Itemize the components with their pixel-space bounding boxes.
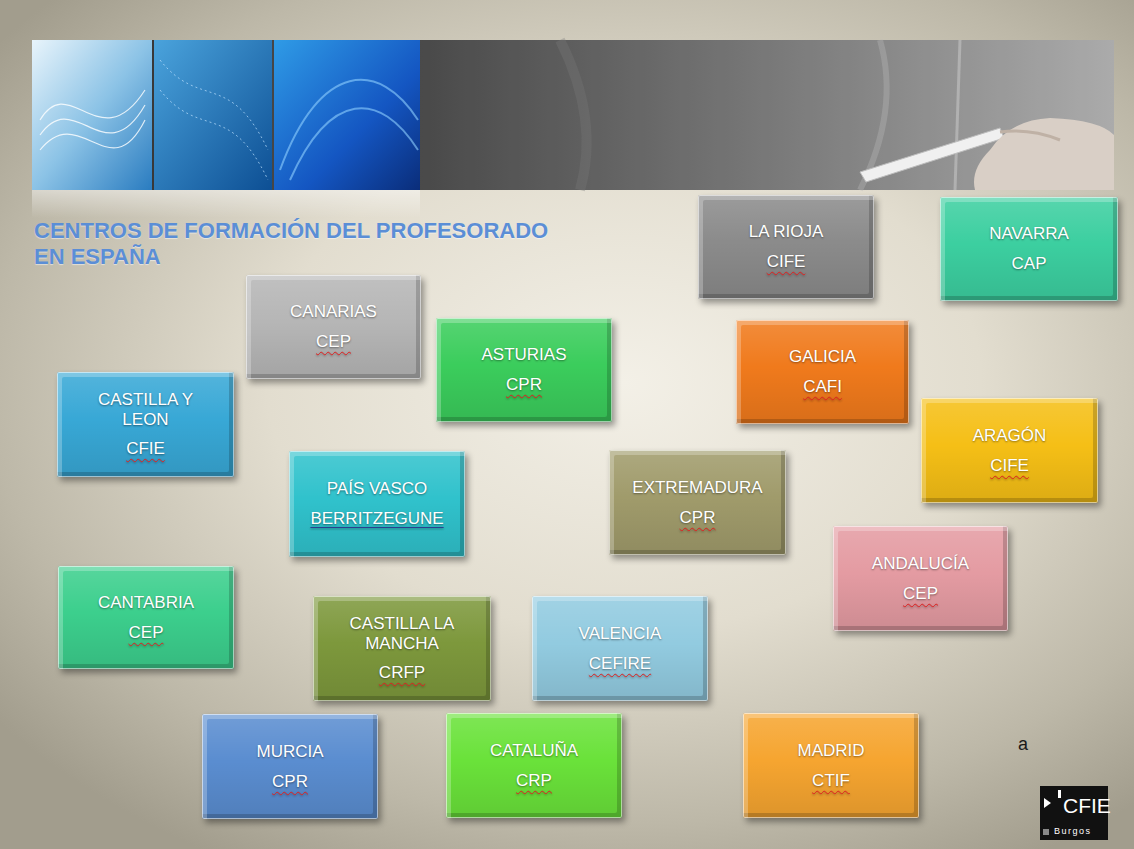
centre-acronym: CRP: [516, 771, 552, 791]
region-name: VALENCIA: [579, 624, 662, 644]
region-name: NAVARRA: [989, 224, 1069, 244]
region-name: LA RIOJA: [749, 222, 824, 242]
tile: [274, 40, 420, 190]
region-box: ASTURIAS CPR: [436, 318, 612, 422]
photo-band: [32, 40, 1114, 190]
region-name: GALICIA: [789, 347, 856, 367]
region-box: CANARIAS CEP: [246, 275, 421, 379]
region-box: CATALUÑA CRP: [446, 713, 622, 818]
logo-subtext: Burgos: [1054, 826, 1092, 836]
logo-text: CFIE: [1063, 794, 1111, 818]
centre-acronym: CFIE: [126, 439, 165, 459]
banner: [32, 40, 1114, 218]
region-name: CANTABRIA: [98, 593, 194, 613]
region-name: MADRID: [797, 741, 864, 761]
tile-reflection: [32, 190, 420, 218]
region-name: CASTILLA LA MANCHA: [329, 614, 475, 653]
region-name: CASTILLA Y LEON: [73, 390, 218, 429]
centre-acronym: CAFI: [803, 377, 842, 397]
region-box: PAÍS VASCO BERRITZEGUNE: [289, 451, 465, 557]
centre-acronym: CPR: [272, 772, 308, 792]
region-name: ARAGÓN: [973, 426, 1047, 446]
region-name: CANARIAS: [290, 302, 377, 322]
centre-acronym: CEP: [903, 584, 938, 604]
centre-acronym: BERRITZEGUNE: [310, 509, 443, 529]
slide-note: a: [1018, 734, 1028, 755]
centre-acronym: CPR: [680, 508, 716, 528]
region-name: ANDALUCÍA: [872, 554, 969, 574]
region-name: MURCIA: [256, 742, 323, 762]
region-name: CATALUÑA: [490, 741, 578, 761]
centre-acronym: CAP: [1012, 254, 1047, 274]
region-box: NAVARRA CAP: [940, 197, 1118, 301]
slide-title: CENTROS DE FORMACIÓN DEL PROFESORADO EN …: [34, 218, 569, 271]
region-box: GALICIA CAFI: [736, 320, 909, 424]
logo-arrow: [1044, 798, 1051, 808]
centre-acronym: CIFE: [767, 252, 806, 272]
region-box: ANDALUCÍA CEP: [833, 526, 1008, 631]
region-name: PAÍS VASCO: [327, 479, 427, 499]
region-box: ARAGÓN CIFE: [921, 398, 1098, 503]
region-name: EXTREMADURA: [632, 478, 762, 498]
centre-acronym: CRFP: [379, 663, 425, 683]
centre-acronym: CEP: [129, 623, 164, 643]
region-box: CANTABRIA CEP: [58, 566, 234, 669]
region-box: VALENCIA CEFIRE: [532, 596, 708, 701]
tile: [32, 40, 152, 190]
region-name: ASTURIAS: [481, 345, 566, 365]
centre-acronym: CEP: [316, 332, 351, 352]
centre-acronym: CEFIRE: [589, 654, 651, 674]
tile: [154, 40, 272, 190]
region-box: LA RIOJA CIFE: [698, 195, 874, 299]
region-box: CASTILLA Y LEON CFIE: [57, 372, 234, 477]
region-box: MADRID CTIF: [743, 713, 919, 818]
centre-acronym: CPR: [506, 375, 542, 395]
centre-acronym: CIFE: [990, 456, 1029, 476]
region-box: MURCIA CPR: [202, 714, 378, 819]
hand-with-tube: [860, 118, 1114, 190]
region-box: EXTREMADURA CPR: [609, 450, 786, 555]
region-box: CASTILLA LA MANCHA CRFP: [313, 596, 491, 701]
centre-acronym: CTIF: [812, 771, 850, 791]
